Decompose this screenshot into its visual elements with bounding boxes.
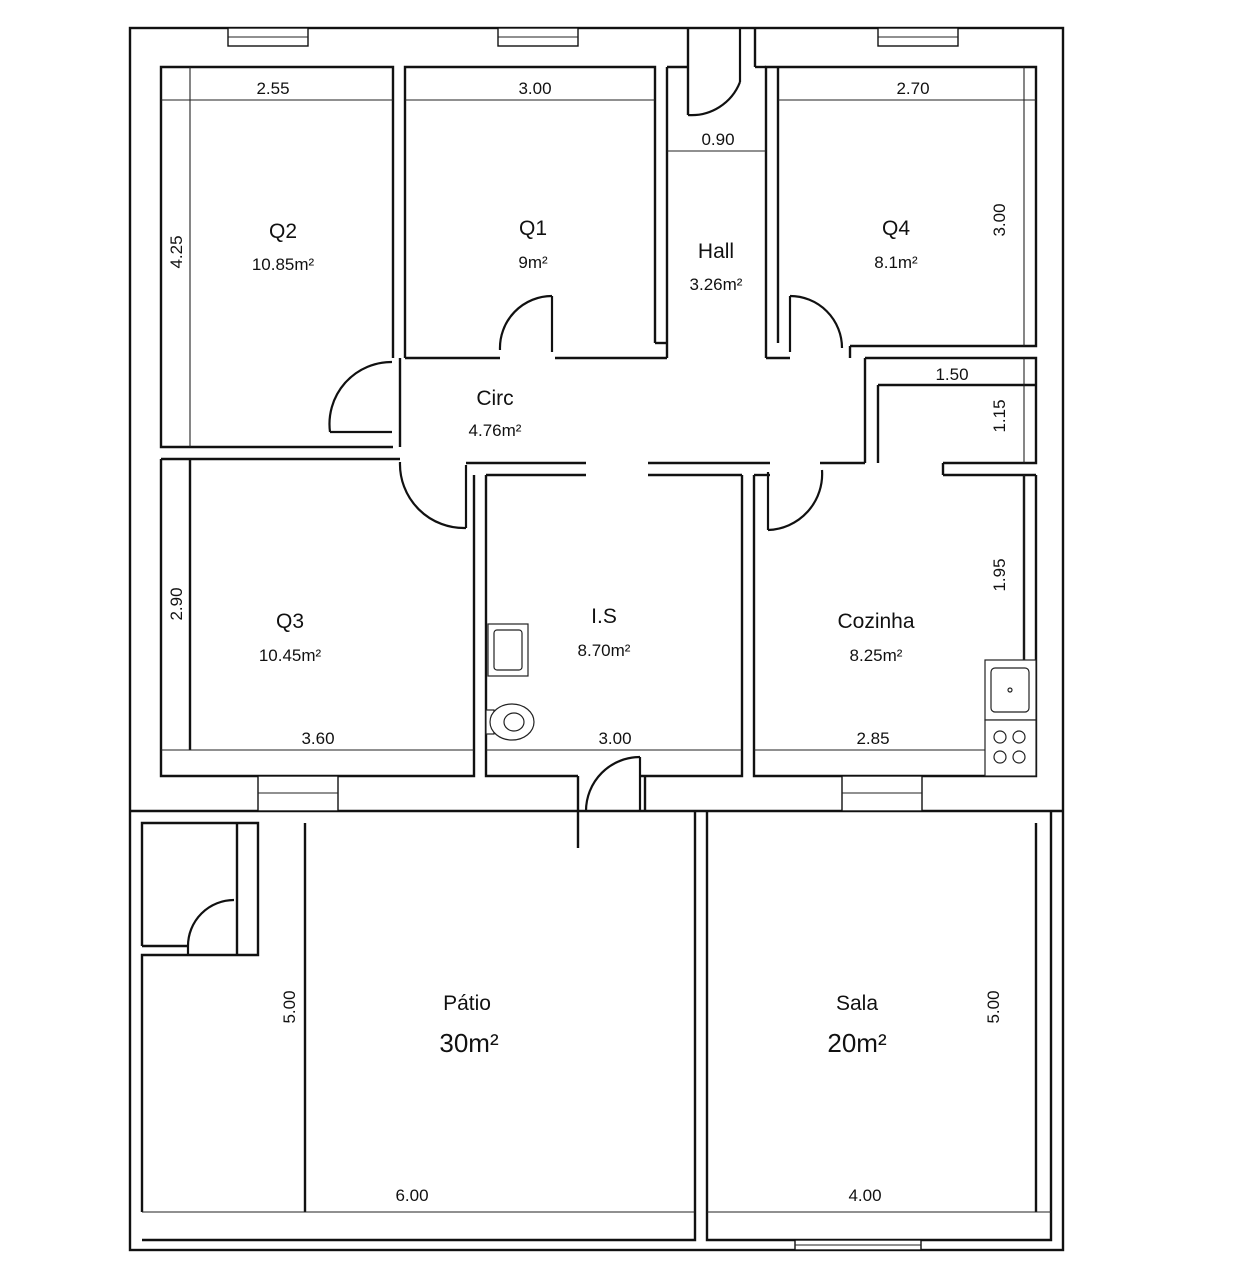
door-entrance [687,28,742,117]
window-q3 [257,775,339,812]
door-cozinha [766,469,824,532]
dim-q4-width: 2.70 [896,79,929,98]
room-area-is: 8.70m² [578,641,631,660]
fixtures [485,623,1037,777]
room-name-hall: Hall [698,240,734,263]
room-name-circ: Circ [476,387,513,410]
room-labels: Q2 10.85m² Q1 9m² Hall 3.26m² Q4 8.1m² C… [252,217,918,1058]
room-area-cozinha: 8.25m² [850,646,903,665]
dim-q3-width: 3.60 [301,729,334,748]
dim-sala-height: 5.00 [984,990,1003,1023]
dim-pantry-width: 1.50 [935,365,968,384]
room-name-patio: Pátio [443,992,491,1015]
dim-sala-width: 4.00 [848,1186,881,1205]
door-q4 [788,294,844,352]
room-name-q4: Q4 [882,217,910,240]
room-area-patio: 30m² [439,1028,499,1058]
dim-patio-height: 5.00 [280,990,299,1023]
doors [186,28,844,955]
room-area-q4: 8.1m² [874,253,918,272]
dimension-lines [142,67,1051,1213]
room-area-q3: 10.45m² [259,646,322,665]
window-q4 [877,27,959,47]
room-area-sala: 20m² [827,1028,887,1058]
kitchen-sink-icon [984,659,1037,721]
dim-cozinha-height: 1.95 [990,558,1009,591]
dim-pantry-height: 1.15 [990,399,1009,432]
room-area-q1: 9m² [518,253,548,272]
dim-q3-height: 2.90 [167,587,186,620]
door-patio [584,755,642,812]
dim-is-width: 3.00 [598,729,631,748]
walls [128,26,1065,1252]
room-name-q3: Q3 [276,610,304,633]
dim-q1-width: 3.00 [518,79,551,98]
room-name-q2: Q2 [269,220,297,243]
dim-q2-height: 4.25 [167,235,186,268]
dim-patio-width: 6.00 [395,1186,428,1205]
door-q1 [498,294,554,352]
room-name-cozinha: Cozinha [837,610,914,633]
window-cozinha [841,775,923,812]
stove-icon [984,719,1037,777]
room-area-hall: 3.26m² [690,275,743,294]
window-q2 [227,27,309,47]
door-q3 [398,461,468,530]
window-sala [794,1239,922,1251]
door-q2 [328,360,393,434]
sink-icon [487,623,529,677]
dim-cozinha-width: 2.85 [856,729,889,748]
room-area-circ: 4.76m² [469,421,522,440]
room-area-q2: 10.85m² [252,255,315,274]
windows [227,27,959,1251]
dim-q4-height: 3.00 [990,203,1009,236]
toilet-icon [485,703,535,741]
dimension-labels: 2.55 3.00 0.90 2.70 4.25 3.00 1.50 1.15 … [167,79,1009,1205]
door-storage [186,898,235,955]
window-q1 [497,27,579,47]
dim-q2-width: 2.55 [256,79,289,98]
dim-hall-width: 0.90 [701,130,734,149]
room-name-sala: Sala [836,992,878,1015]
room-name-q1: Q1 [519,217,547,240]
room-name-is: I.S [591,605,617,628]
